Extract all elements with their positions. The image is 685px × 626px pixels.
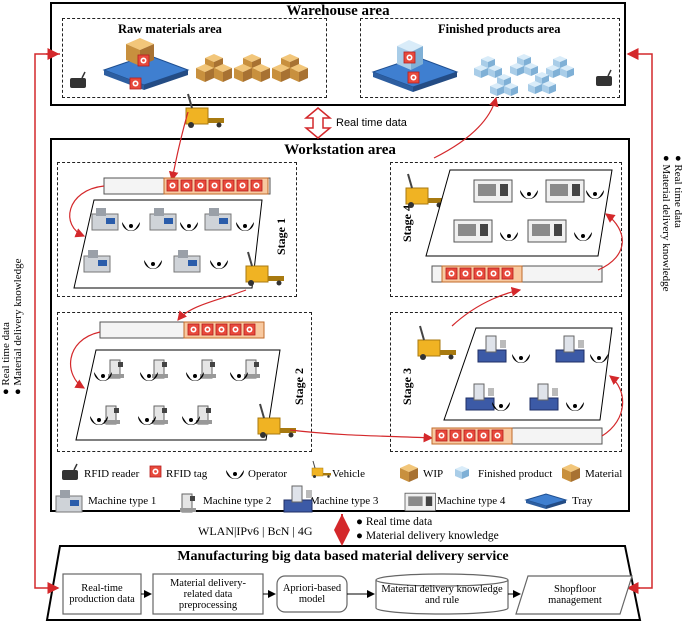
bottom-link-item-2-text: Material delivery knowledge — [365, 530, 499, 542]
legend-material: Material — [585, 468, 623, 480]
raw-materials-title: Raw materials area — [118, 22, 222, 36]
step-real-time-production-data: Real-time production data — [69, 583, 135, 605]
legend-operator: Operator — [248, 468, 288, 480]
bottom-link-item-1: ● Real time data — [356, 516, 433, 528]
network-label: WLAN|IPv6 | BcN | 4G — [198, 524, 313, 538]
legend-machine1: Machine type 1 — [88, 495, 157, 507]
legend-finished-product: Finished product — [478, 468, 553, 480]
legend-tray: Tray — [572, 495, 593, 507]
legend-machine2: Machine type 2 — [203, 495, 272, 507]
step-data-preprocessing: Material delivery-related data preproces… — [169, 577, 247, 611]
step-shopfloor-management: Shopfloor management — [548, 584, 602, 606]
warehouse-title: Warehouse area — [286, 3, 390, 19]
legend-machine4: Machine type 4 — [437, 495, 506, 507]
legend-rfid-tag: RFID tag — [166, 468, 208, 480]
step-apriori-model: Apriori-based model — [282, 583, 342, 605]
finished-products-title: Finished products area — [438, 22, 561, 36]
legend-rfid-reader: RFID reader — [84, 468, 140, 480]
legend-wip: WIP — [423, 468, 444, 480]
service-title: Manufacturing big data based material de… — [177, 549, 509, 564]
center-link-label: Real time data — [336, 117, 407, 129]
bottom-link-item-1-text: Real time data — [365, 516, 433, 528]
bottom-link-item-2: ● Material delivery knowledge — [356, 530, 499, 542]
workstation-title: Workstation area — [284, 142, 396, 158]
legend-vehicle: Vehicle — [332, 468, 365, 480]
step-knowledge-rule: Material delivery knowledge and rule — [381, 584, 503, 606]
legend-machine3: Machine type 3 — [310, 495, 379, 507]
